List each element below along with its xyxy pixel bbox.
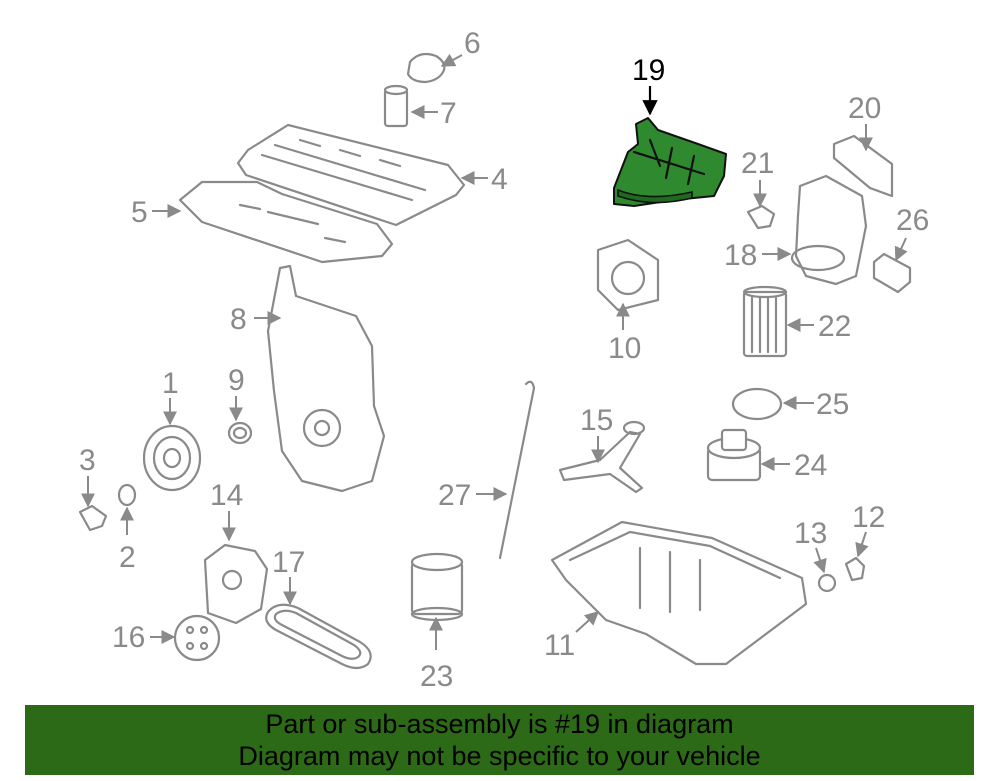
part-21-bolt[interactable] (746, 204, 776, 230)
parts-diagram: 6 7 4 5 8 1 9 3 2 14 16 17 23 27 11 15 1… (78, 27, 929, 693)
callout-7: 7 (440, 97, 457, 130)
callout-14: 14 (210, 479, 243, 512)
part-8-timing-cover[interactable] (266, 264, 386, 493)
info-banner: Part or sub-assembly is #19 in diagram D… (25, 705, 974, 775)
part-26-sensor[interactable] (872, 252, 912, 294)
callout-23: 23 (420, 660, 453, 693)
part-22-filter-element[interactable] (742, 285, 788, 358)
callout-12: 12 (852, 501, 885, 534)
part-7-breather-cylinder[interactable] (383, 84, 409, 128)
part-25-o-ring[interactable] (731, 387, 783, 421)
callout-labels: 6 7 4 5 8 1 9 3 2 14 16 17 23 27 11 15 1… (79, 27, 929, 693)
callout-4: 4 (491, 163, 508, 196)
callout-19-highlighted: 19 (632, 54, 665, 87)
part-5-valve-cover-gasket[interactable] (178, 180, 394, 264)
part-23-oil-filter[interactable] (410, 552, 464, 622)
leader-lines (81, 53, 908, 650)
callout-18: 18 (724, 239, 757, 272)
callout-16: 16 (112, 621, 145, 654)
part-17-chain[interactable] (265, 603, 372, 670)
callout-25: 25 (816, 388, 849, 421)
callout-26: 26 (896, 204, 929, 237)
part-18-filter-housing[interactable] (790, 174, 868, 286)
callout-8: 8 (230, 303, 247, 336)
part-9-seal-ring[interactable] (227, 421, 253, 445)
callout-6: 6 (464, 27, 481, 60)
callout-2: 2 (119, 541, 136, 574)
part-13-drain-washer[interactable] (817, 573, 837, 593)
callout-21: 21 (741, 147, 774, 180)
callout-24: 24 (794, 449, 827, 482)
part-14-oil-pump[interactable] (203, 543, 269, 625)
part-11-oil-pan[interactable] (550, 520, 808, 666)
callout-13: 13 (794, 517, 827, 550)
callout-10: 10 (608, 332, 641, 365)
callout-9: 9 (228, 364, 245, 397)
callout-22: 22 (818, 310, 851, 343)
banner-line-2: Diagram may not be specific to your vehi… (238, 741, 761, 771)
callout-3: 3 (79, 444, 96, 477)
part-12-drain-plug[interactable] (844, 556, 866, 582)
callout-15: 15 (580, 404, 613, 437)
part-3-bolt[interactable] (78, 504, 108, 532)
part-2-washer[interactable] (117, 483, 137, 507)
callout-1: 1 (162, 367, 179, 400)
part-6-oil-filler-cap[interactable] (406, 52, 446, 84)
part-15-pickup-tube[interactable] (558, 420, 646, 494)
part-10-rear-seal[interactable] (596, 238, 660, 312)
callout-27: 27 (438, 479, 471, 512)
part-19-highlighted[interactable] (613, 117, 727, 207)
callout-20: 20 (848, 92, 881, 125)
banner-line-1: Part or sub-assembly is #19 in diagram (265, 709, 734, 739)
part-24-filter-cap[interactable] (706, 428, 762, 482)
part-1-crank-pulley[interactable] (142, 424, 202, 492)
part-16-sprocket[interactable] (173, 614, 221, 662)
part-20-gasket[interactable] (832, 134, 894, 198)
part-4-valve-cover[interactable] (236, 123, 466, 227)
callout-5: 5 (131, 196, 148, 229)
part-27-dipstick[interactable] (498, 380, 536, 560)
callout-11: 11 (544, 629, 575, 662)
callout-17: 17 (272, 546, 305, 579)
